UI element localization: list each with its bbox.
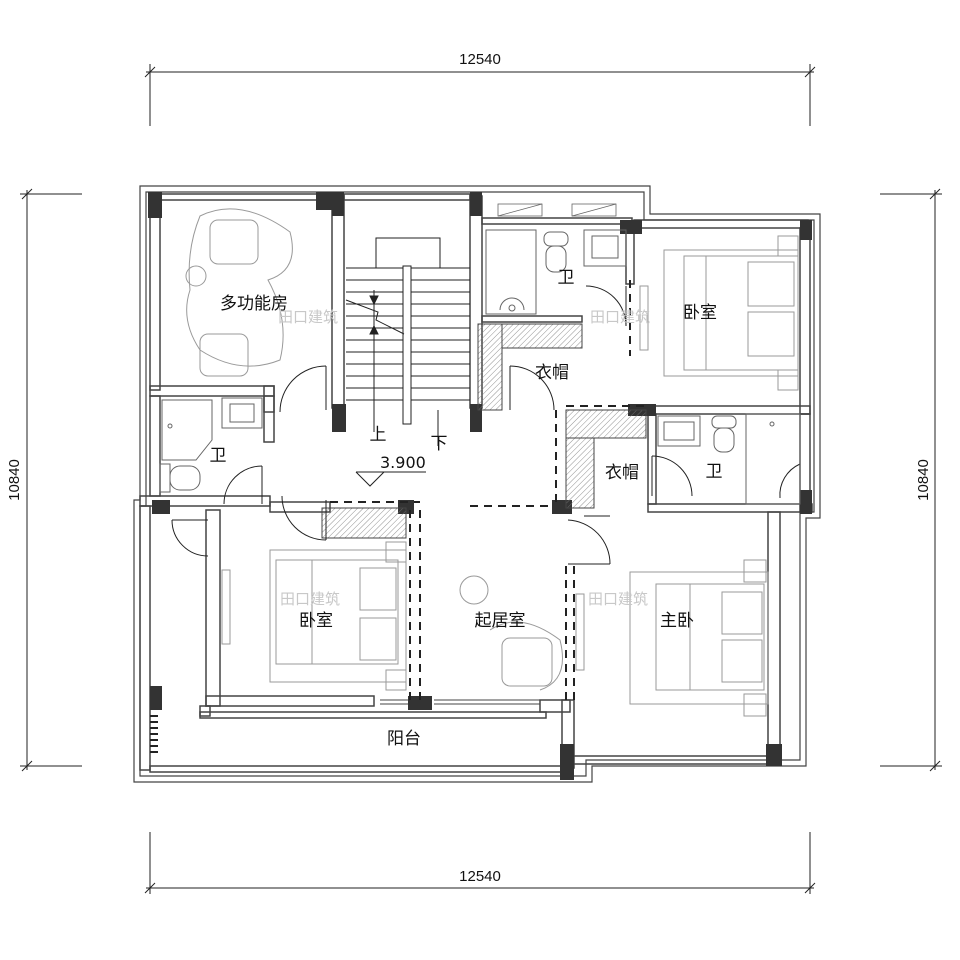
bed-sw	[269, 541, 407, 691]
stair-up-label: 上	[370, 425, 387, 445]
dimension-bottom: 12540	[459, 868, 501, 885]
dashed-partitions	[330, 280, 650, 700]
room-label-master: 主卧	[660, 611, 694, 631]
staircase	[345, 237, 470, 446]
stair-down-label: 下	[431, 434, 448, 454]
railing-marks	[150, 715, 158, 753]
watermark: 田口建筑	[588, 590, 648, 608]
room-label-bath-top: 卫	[558, 268, 575, 288]
room-label-bath-right: 卫	[706, 462, 723, 482]
room-label-living: 起居室	[475, 611, 526, 631]
doors	[171, 285, 801, 565]
room-label-closet-right: 衣帽	[605, 463, 639, 483]
dimension-right: 10840	[915, 459, 932, 501]
watermark: 田口建筑	[590, 308, 650, 326]
room-label-bath-left: 卫	[210, 446, 227, 466]
bed-ne	[663, 235, 799, 391]
cabinets	[321, 323, 647, 539]
room-label-closet-top: 衣帽	[535, 363, 569, 383]
exterior-outline	[133, 185, 821, 783]
dimension-top: 12540	[459, 51, 501, 68]
columns	[148, 192, 812, 780]
watermark: 田口建筑	[278, 308, 338, 326]
ac-units	[497, 203, 617, 217]
bathroom-fixtures	[159, 229, 801, 505]
room-label-balcony: 阳台	[387, 729, 421, 749]
dimension-lines	[20, 64, 942, 894]
elevation-label: 3.900	[380, 453, 426, 472]
bed-master	[629, 559, 769, 717]
dimension-left: 10840	[6, 459, 23, 501]
elevation-marker	[355, 471, 426, 487]
watermark: 田口建筑	[280, 590, 340, 608]
furniture-living	[459, 575, 563, 691]
wardrobe-outlines	[221, 285, 649, 671]
sliding-doors	[380, 699, 540, 705]
room-label-bedroom-sw: 卧室	[299, 611, 333, 631]
room-label-multi-function: 多功能房	[220, 294, 288, 314]
walls	[139, 193, 813, 773]
furniture-multifunction	[185, 208, 293, 377]
room-label-bedroom-ne: 卧室	[683, 303, 717, 323]
